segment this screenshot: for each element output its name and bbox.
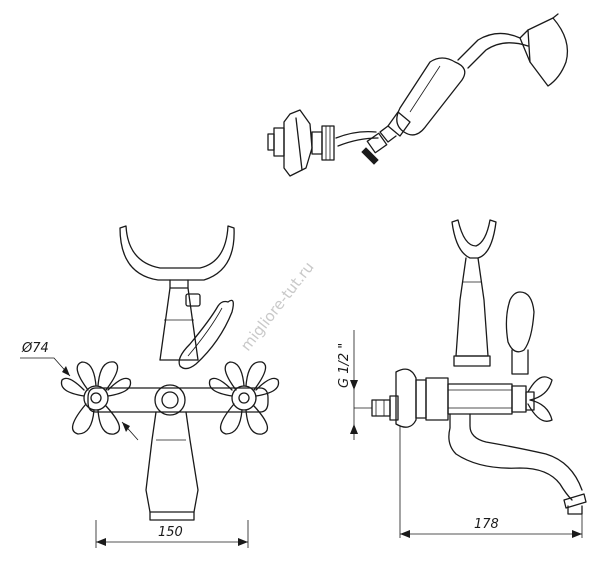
right-cross-handle xyxy=(208,361,280,435)
watermark: migliore-tut.ru xyxy=(237,258,318,354)
left-cross-handle xyxy=(60,361,132,435)
diameter-label: Ø74 xyxy=(21,341,49,356)
front-view xyxy=(20,225,280,548)
depth-dimension-label: 178 xyxy=(474,517,499,532)
width-dimension-label: 150 xyxy=(158,525,183,540)
hand-shower xyxy=(267,13,569,177)
side-view xyxy=(350,219,587,538)
thread-size-label: G 1/2 " xyxy=(337,343,352,388)
